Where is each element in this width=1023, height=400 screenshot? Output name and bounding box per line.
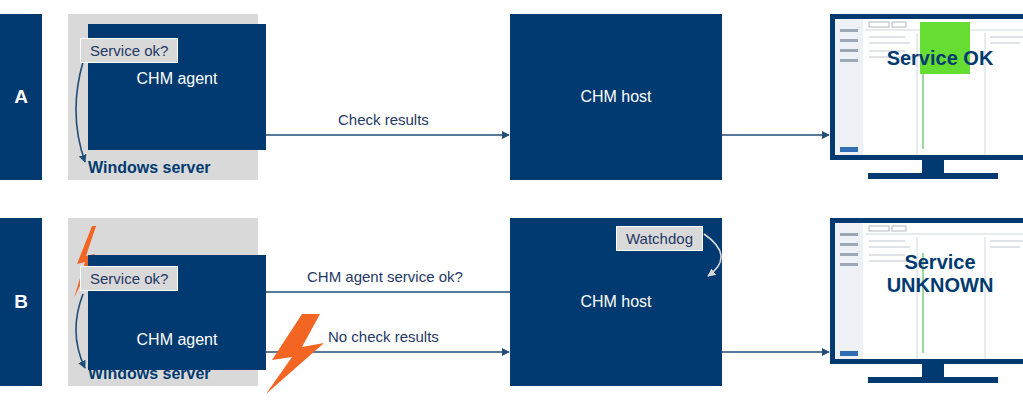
flow-arrow — [722, 134, 829, 136]
curved-arrow — [76, 62, 85, 162]
callout-tag: Service ok? — [80, 38, 178, 63]
agent-box: CHM agent Service ok? — [88, 255, 266, 370]
icon — [840, 253, 858, 256]
node-label: A — [14, 86, 28, 108]
screen-miniature — [835, 19, 1023, 159]
row — [990, 43, 1020, 44]
curved-arrow — [76, 294, 85, 368]
icon — [840, 233, 858, 236]
host-box: CHM host Watchdog — [510, 218, 722, 386]
sidebar — [835, 19, 863, 159]
edge-label: No check results — [325, 328, 442, 345]
node-label: Service OK — [875, 47, 1005, 70]
monitor-base — [868, 173, 998, 179]
node-label: CHM host — [580, 293, 651, 311]
monitor-screen: Service UNKNOWN — [830, 218, 1023, 364]
icon — [840, 59, 858, 62]
edge-label: Check results — [335, 111, 432, 128]
icon — [840, 39, 858, 42]
callout-tag: Service ok? — [80, 266, 178, 291]
node-label: B — [14, 291, 28, 313]
tab — [892, 226, 906, 231]
row — [869, 247, 910, 248]
sidebar — [835, 223, 863, 363]
node-label: CHM agent — [88, 331, 266, 349]
host-box: CHM host — [510, 14, 722, 180]
agent-box: CHM agent Service ok? — [88, 24, 266, 150]
row — [869, 43, 910, 44]
callout-tag: Watchdog — [616, 226, 703, 251]
tab — [892, 22, 906, 27]
node-label: Service ok? — [90, 42, 168, 59]
node-label: Service UNKNOWN — [875, 251, 1005, 297]
row-band: A — [0, 14, 42, 180]
monitor-base — [868, 377, 998, 383]
icon — [840, 29, 858, 32]
icon — [840, 351, 858, 356]
icon — [840, 49, 858, 52]
tab — [869, 22, 889, 27]
flow-arrow — [259, 291, 510, 293]
tab — [869, 226, 889, 231]
rule — [985, 237, 986, 363]
node-label: Watchdog — [626, 230, 693, 247]
lightning-bolt — [266, 314, 324, 394]
rule — [865, 234, 1023, 235]
node-label: CHM host — [580, 88, 651, 106]
flow-arrow — [258, 134, 509, 136]
monitor-screen: Service OK — [830, 14, 1023, 160]
server-box: Windows serverCHM agentService ok? — [68, 218, 258, 386]
node-label: CHM agent — [88, 70, 266, 88]
node-label: Service ok? — [90, 270, 168, 287]
icon — [840, 263, 858, 266]
row — [869, 241, 905, 242]
edge-label: CHM agent service ok? — [304, 268, 466, 285]
row — [990, 247, 1020, 248]
server-box: Windows serverCHM agentService ok? — [68, 14, 258, 180]
row — [990, 37, 1023, 38]
row — [869, 37, 905, 38]
node-label: Windows server — [88, 159, 211, 177]
row — [869, 255, 905, 256]
monitor-neck — [922, 160, 944, 174]
row-band: B — [0, 218, 42, 386]
curved-arrow — [704, 234, 721, 276]
flow-arrow — [722, 351, 829, 353]
icon — [840, 147, 858, 152]
row — [990, 241, 1023, 242]
monitor-neck — [922, 364, 944, 378]
icon — [840, 243, 858, 246]
